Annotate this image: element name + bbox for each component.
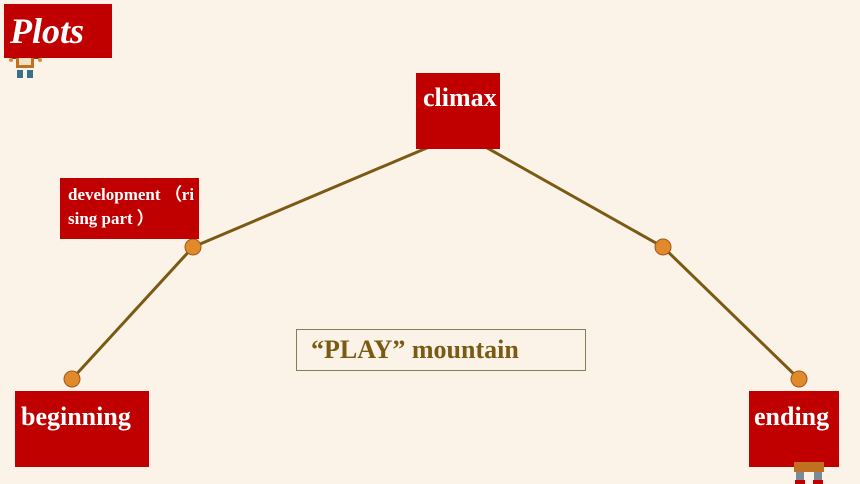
connector-falling-ending (661, 245, 801, 381)
connector-beginning-development (70, 245, 195, 381)
climax-label: climax (416, 73, 500, 149)
node-ending (790, 370, 808, 388)
node-development (184, 238, 202, 256)
robot-icon (794, 462, 824, 484)
beginning-label: beginning (15, 391, 149, 467)
connector-climax-falling (465, 134, 664, 249)
node-falling (654, 238, 672, 256)
slide-title: Plots (4, 4, 112, 58)
mountain-title: “PLAY” mountain (296, 329, 586, 371)
development-label: development （rising part ） (60, 178, 199, 239)
connector-development-climax (192, 134, 456, 249)
node-beginning (63, 370, 81, 388)
ending-label: ending (749, 391, 839, 467)
